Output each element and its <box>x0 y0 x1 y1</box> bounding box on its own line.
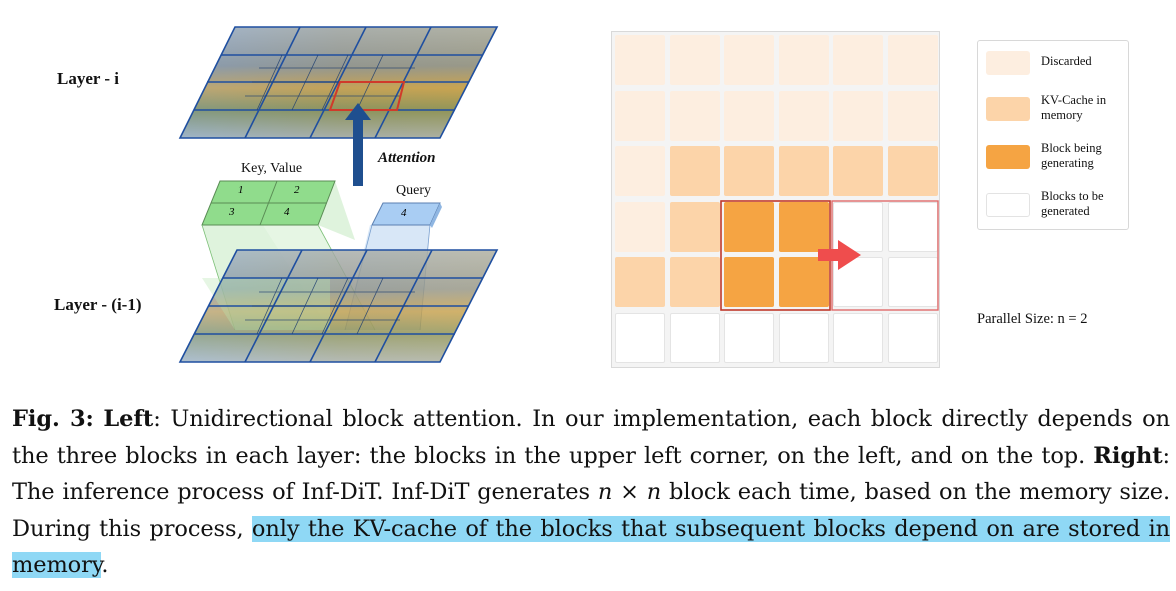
grid-block-discarded <box>887 90 938 141</box>
grid-block-discarded <box>724 90 774 141</box>
legend-swatch-generating <box>986 145 1030 169</box>
grid-block-gen <box>778 257 829 307</box>
kv-block-3: 3 <box>229 206 235 218</box>
grid-block-discarded <box>615 35 665 85</box>
legend-swatch-discarded <box>986 51 1030 75</box>
legend-label: KV-Cache in memory <box>1041 93 1107 122</box>
caption-right-word: Right <box>1093 442 1163 469</box>
query-label: Query <box>396 183 431 198</box>
grid-block-kv <box>669 257 720 307</box>
layer-i-plane <box>178 26 499 139</box>
layer-i-label: Layer - i <box>57 69 120 88</box>
grid-block-discarded <box>615 146 665 196</box>
caption-text-3: block each time, based on the memory siz… <box>12 479 1170 542</box>
grid-block-discarded <box>724 35 774 85</box>
grid-block-tobe <box>887 201 938 252</box>
figure-caption: Fig. 3: Left: Unidirectional block atten… <box>12 401 1170 584</box>
grid-block-discarded <box>833 35 883 85</box>
grid-block-discarded <box>833 90 883 141</box>
grid-block-kv <box>887 146 938 196</box>
kv-block-2: 2 <box>294 184 300 196</box>
grid-block-kv <box>778 146 829 196</box>
legend: Discarded KV-Cache in memory Block being… <box>977 40 1129 230</box>
grid-block-kv <box>615 257 665 307</box>
grid-block-tobe <box>669 312 720 363</box>
attention-arrow <box>345 103 371 186</box>
grid-block-discarded <box>778 35 829 85</box>
grid-block-tobe <box>615 312 665 363</box>
legend-swatch-kv-cache <box>986 97 1030 121</box>
grid-block-tobe <box>833 257 883 307</box>
caption-text-1: : Unidirectional block attention. In our… <box>12 406 1171 469</box>
grid-block-discarded <box>669 90 720 141</box>
parallel-size-label: Parallel Size: n = 2 <box>977 311 1088 327</box>
grid-block-tobe <box>833 312 883 363</box>
grid-block-kv <box>724 146 774 196</box>
legend-swatch-to-be-generated <box>986 193 1030 217</box>
grid-block-discarded <box>615 201 665 252</box>
grid-block-gen <box>778 201 829 252</box>
legend-label: Block being generating <box>1041 141 1102 170</box>
caption-math: n × n <box>597 479 662 505</box>
query-block-4: 4 <box>401 207 407 219</box>
key-value-label: Key, Value <box>241 161 303 176</box>
grid-block-tobe <box>778 312 829 363</box>
layers-illustration <box>178 26 499 363</box>
grid-block-discarded <box>615 90 665 141</box>
grid-block-tobe <box>887 312 938 363</box>
grid-block-kv <box>833 146 883 196</box>
kv-block-4: 4 <box>284 206 290 218</box>
grid-block-gen <box>724 257 774 307</box>
grid-block-gen <box>724 201 774 252</box>
layer-i-minus-1-label: Layer - (i-1) <box>54 295 142 314</box>
kv-block-1: 1 <box>238 184 244 196</box>
legend-label: Blocks to be generated <box>1041 189 1104 218</box>
grid-block-tobe <box>887 257 938 307</box>
grid-block-discarded <box>887 35 938 85</box>
figure-number: Fig. 3: <box>12 406 94 432</box>
grid-block-kv <box>669 146 720 196</box>
grid-block-kv <box>669 201 720 252</box>
caption-text-4: . <box>101 552 109 578</box>
legend-label: Discarded <box>1041 54 1092 68</box>
grid-block-tobe <box>833 201 883 252</box>
figure: Layer - i Layer - (i-1) Attention Key, V… <box>54 26 1129 368</box>
caption-text-2: : The inference process of Inf-DiT. Inf-… <box>12 442 1170 506</box>
caption-left-word: Left <box>103 406 154 432</box>
grid-block-discarded <box>669 35 720 85</box>
block-grid <box>611 31 940 368</box>
layer-i-1-plane <box>178 249 499 363</box>
grid-block-tobe <box>724 312 774 363</box>
attention-label: Attention <box>378 150 436 166</box>
grid-block-discarded <box>778 90 829 141</box>
